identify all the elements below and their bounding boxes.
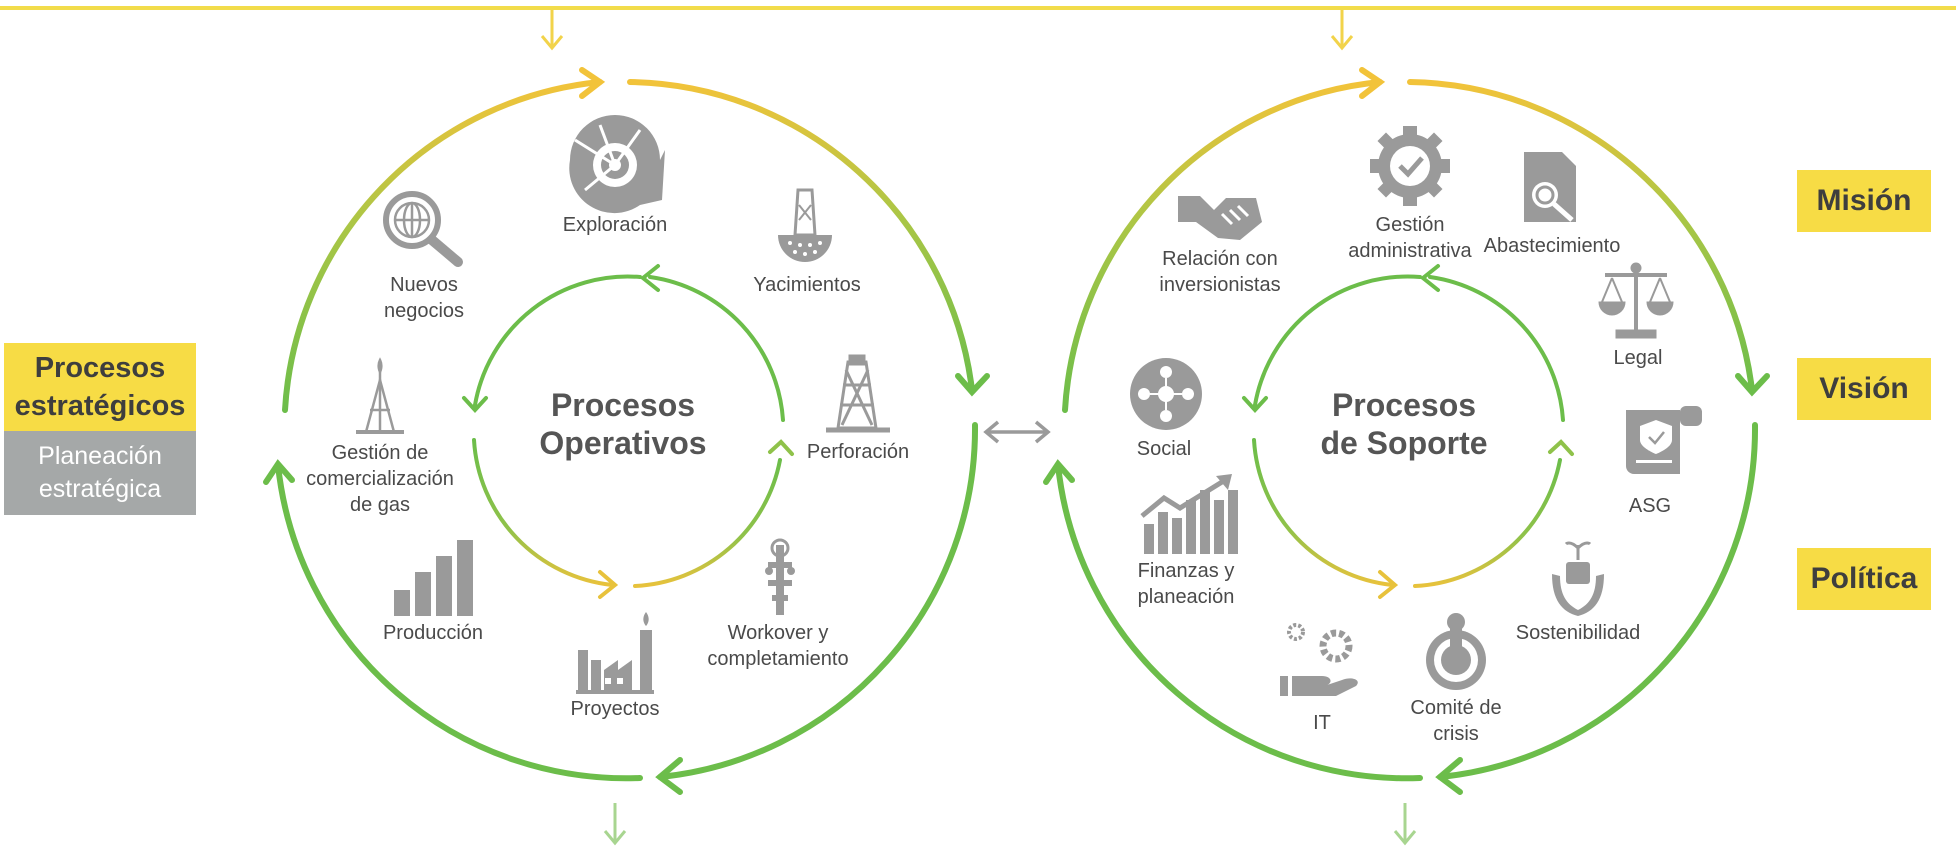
- badge-mision-text: Misión: [1816, 184, 1912, 217]
- joystick-icon: [1426, 613, 1486, 690]
- factory-icon: [576, 612, 654, 694]
- label-nuevos-negocios: Nuevos negocios: [383, 274, 465, 322]
- label-perforacion: Perforación: [806, 441, 910, 463]
- label-exploracion: Exploración: [562, 214, 668, 236]
- drilling-rig-icon: [826, 354, 890, 433]
- scales-icon: [1598, 262, 1674, 339]
- strategic-planning-text: Planeación estratégica: [38, 442, 162, 503]
- hands-plant-icon: [1552, 541, 1604, 616]
- top-arrow-left: [540, 10, 564, 51]
- gear-check-icon: [1370, 126, 1450, 206]
- label-yacimientos: Yacimientos: [753, 274, 861, 296]
- badge-politica: Política: [1797, 548, 1931, 610]
- label-relacion-inversionistas: Relación con inversionistas: [1159, 248, 1281, 296]
- certificate-shield-icon: [1626, 406, 1702, 474]
- strategic-planning-badge: Planeación estratégica: [4, 431, 196, 515]
- community-network-icon: [1130, 358, 1202, 430]
- ammonite-fossil-icon: [569, 115, 665, 214]
- bar-chart-icon: [394, 540, 473, 616]
- outer-cycle-operativos: [263, 67, 990, 795]
- strategic-processes-text: Procesos estratégicos: [14, 352, 186, 422]
- badge-politica-text: Política: [1810, 562, 1918, 595]
- label-asg: ASG: [1628, 495, 1672, 517]
- document-search-icon: [1524, 152, 1576, 222]
- top-arrow-right: [1330, 10, 1354, 51]
- connector-double-arrow: [983, 420, 1051, 444]
- label-sostenibilidad: Sostenibilidad: [1515, 622, 1641, 644]
- outer-cycle-soporte: [1043, 67, 1770, 795]
- inner-cycle-operativos: [462, 264, 794, 599]
- label-social: Social: [1136, 438, 1192, 460]
- label-gestion-administrativa: Gestión administrativa: [1348, 214, 1472, 262]
- growth-chart-icon: [1140, 474, 1238, 554]
- label-it: IT: [1313, 712, 1331, 734]
- globe-magnifier-icon: [383, 191, 463, 267]
- soporte-title: Procesos de Soporte: [1320, 387, 1488, 461]
- badge-vision-text: Visión: [1819, 372, 1909, 405]
- label-finanzas: Finanzas y planeación: [1137, 560, 1235, 608]
- label-legal: Legal: [1613, 347, 1663, 369]
- label-proyectos: Proyectos: [570, 698, 660, 720]
- bottom-arrow-right: [1393, 803, 1417, 846]
- handshake-icon: [1178, 196, 1262, 240]
- reservoir-rig-icon: [778, 188, 832, 262]
- wellhead-icon: [765, 538, 795, 615]
- label-produccion: Producción: [382, 622, 484, 644]
- bottom-arrow-left: [603, 803, 627, 846]
- strategic-processes-badge: Procesos estratégicos: [4, 343, 196, 431]
- badge-vision: Visión: [1797, 358, 1931, 420]
- label-abastecimiento: Abastecimiento: [1483, 235, 1621, 257]
- label-workover: Workover y completamiento: [707, 622, 849, 670]
- gas-flare-tower-icon: [356, 357, 404, 434]
- label-comite-crisis: Comité de crisis: [1410, 697, 1502, 745]
- inner-cycle-soporte: [1242, 264, 1574, 599]
- operativos-title: Procesos Operativos: [539, 387, 707, 461]
- label-gestion-gas: Gestión de comercialización de gas: [306, 442, 454, 516]
- badge-mision: Misión: [1797, 170, 1931, 232]
- gears-hand-icon: [1280, 623, 1358, 696]
